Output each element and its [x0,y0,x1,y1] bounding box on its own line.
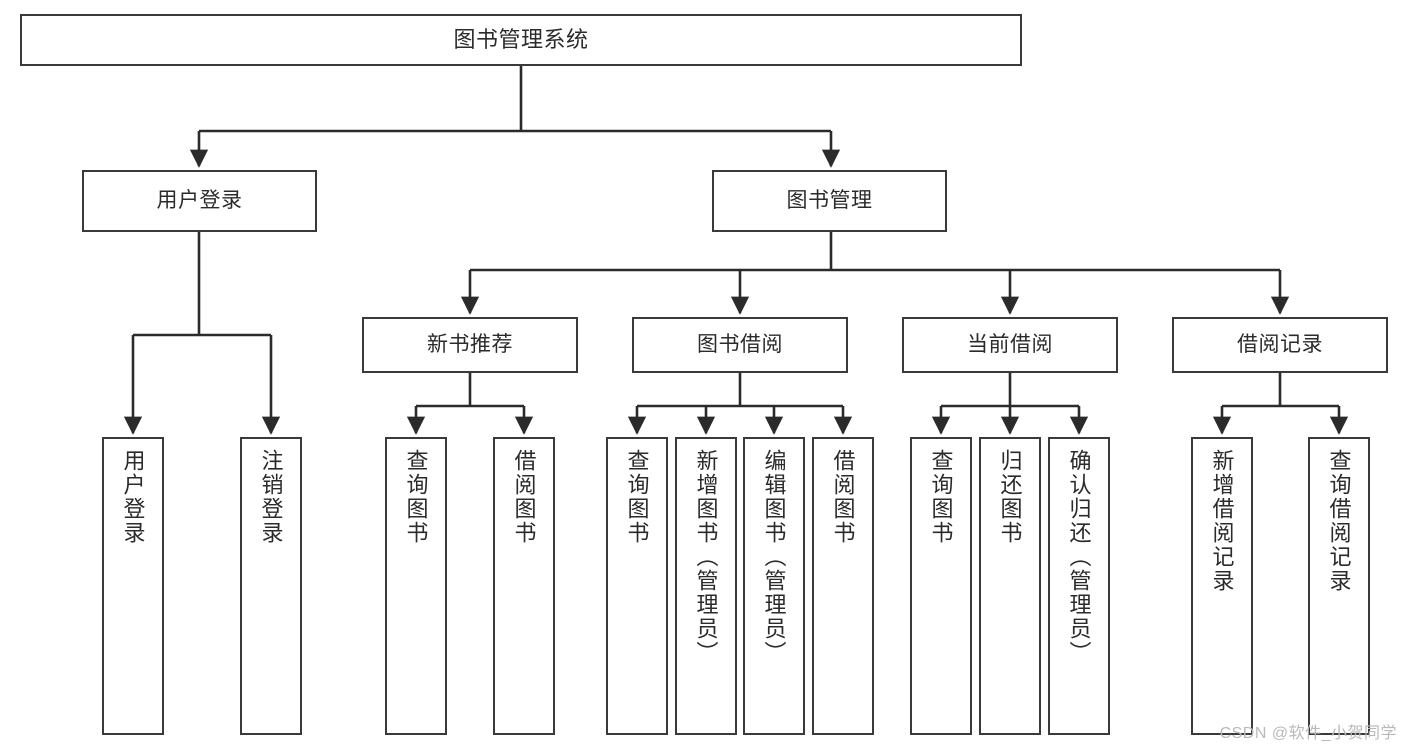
node-current-borrow-label: 当前借阅 [967,333,1053,357]
node-leaf-user-login-label: 用户登录 [120,449,146,545]
csdn-watermark: CSDN @软件_小贺同学 [1219,725,1397,742]
node-leaf-query-book-3-label: 查询图书 [928,449,954,545]
node-leaf-borrow-book-1-label: 借阅图书 [511,449,537,545]
node-leaf-borrow-book-1[interactable]: 借阅图书 [493,437,555,735]
node-new-book-recommend-label: 新书推荐 [427,333,513,357]
node-current-borrow[interactable]: 当前借阅 [902,317,1118,373]
node-leaf-borrow-book-2[interactable]: 借阅图书 [812,437,874,735]
node-book-borrow-label: 图书借阅 [697,333,783,357]
node-book-management[interactable]: 图书管理 [712,170,947,232]
node-book-management-label: 图书管理 [786,189,873,213]
node-leaf-user-login[interactable]: 用户登录 [102,437,164,735]
node-borrow-record[interactable]: 借阅记录 [1172,317,1388,373]
node-leaf-query-book-1-label: 查询图书 [403,449,429,545]
node-leaf-logout-login-label: 注销登录 [258,449,284,545]
node-leaf-confirm-return-label: 确认归还（管理员） [1066,449,1092,665]
node-leaf-query-borrow-record-label: 查询借阅记录 [1326,449,1352,593]
node-leaf-query-book-2-label: 查询图书 [624,449,650,545]
node-leaf-query-book-1[interactable]: 查询图书 [385,437,447,735]
node-leaf-add-book-label: 新增图书（管理员） [693,449,719,665]
node-leaf-borrow-book-2-label: 借阅图书 [830,449,856,545]
node-leaf-edit-book[interactable]: 编辑图书（管理员） [743,437,805,735]
node-leaf-add-borrow-record[interactable]: 新增借阅记录 [1191,437,1253,735]
node-leaf-add-borrow-record-label: 新增借阅记录 [1209,449,1235,593]
node-leaf-confirm-return[interactable]: 确认归还（管理员） [1048,437,1110,735]
node-book-borrow[interactable]: 图书借阅 [632,317,848,373]
node-user-login-label: 用户登录 [156,189,243,213]
node-leaf-query-book-3[interactable]: 查询图书 [910,437,972,735]
node-leaf-query-borrow-record[interactable]: 查询借阅记录 [1308,437,1370,735]
node-leaf-add-book[interactable]: 新增图书（管理员） [675,437,737,735]
node-leaf-return-book-label: 归还图书 [997,449,1023,545]
node-root[interactable]: 图书管理系统 [20,14,1022,66]
node-leaf-logout-login[interactable]: 注销登录 [240,437,302,735]
node-root-label: 图书管理系统 [453,26,589,52]
node-leaf-return-book[interactable]: 归还图书 [979,437,1041,735]
node-new-book-recommend[interactable]: 新书推荐 [362,317,578,373]
node-leaf-edit-book-label: 编辑图书（管理员） [761,449,787,665]
node-leaf-query-book-2[interactable]: 查询图书 [606,437,668,735]
node-borrow-record-label: 借阅记录 [1237,333,1323,357]
node-user-login[interactable]: 用户登录 [82,170,317,232]
